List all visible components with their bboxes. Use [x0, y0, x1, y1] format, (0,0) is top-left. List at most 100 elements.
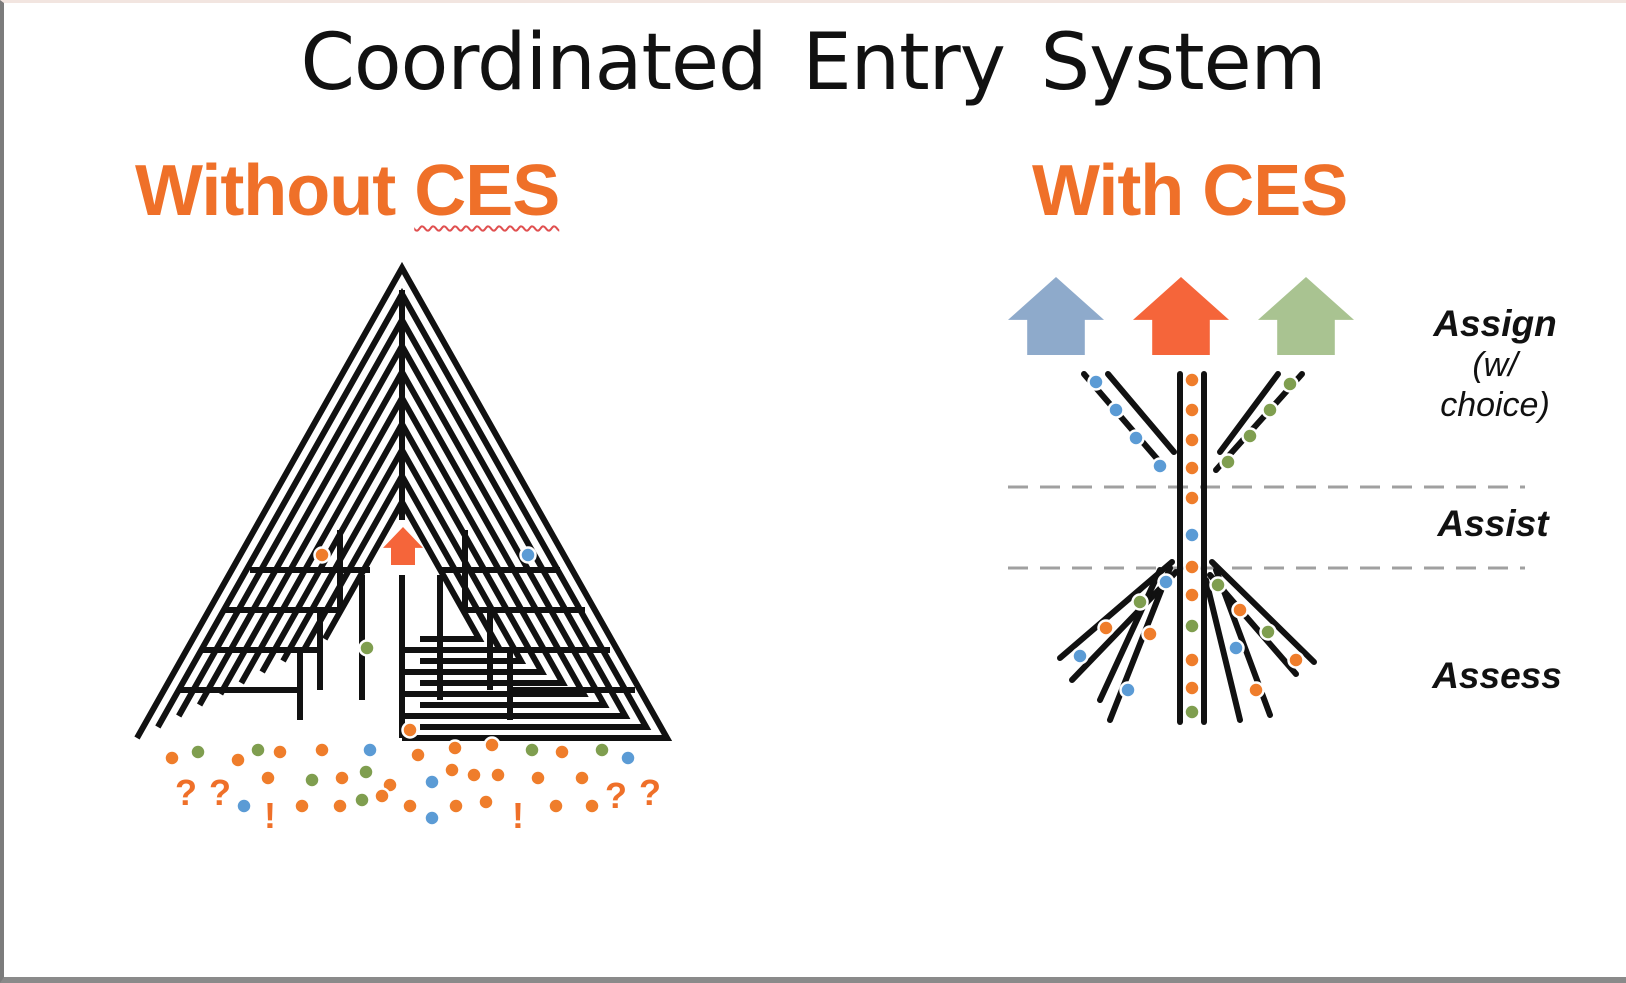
heading-without-ces: Without CES — [135, 150, 560, 232]
dot-icon — [313, 741, 331, 759]
dot-icon — [593, 741, 611, 759]
dot-icon — [1097, 619, 1115, 637]
dot-icon — [619, 749, 637, 767]
dot-icon — [423, 809, 441, 827]
dot-icon — [1209, 576, 1227, 594]
house-icon — [1133, 277, 1229, 355]
question-marks: ??!!?? — [175, 772, 661, 836]
dot-icon — [303, 771, 321, 789]
dot-icon — [229, 751, 247, 769]
maze-ring — [134, 261, 673, 741]
dot-icon — [1131, 593, 1149, 611]
dot-icon — [1247, 681, 1265, 699]
dot-icon — [1241, 427, 1259, 445]
dot-icon — [1151, 457, 1169, 475]
dot-icon — [477, 793, 495, 811]
dot-icon — [1219, 453, 1237, 471]
dot-icon — [523, 741, 541, 759]
dot-icon — [1259, 623, 1277, 641]
dot-icon — [189, 743, 207, 761]
stage-assign-note-1: (w/ — [1472, 346, 1518, 384]
maze-ring — [155, 287, 652, 730]
stage-assess: Assess — [1432, 655, 1562, 696]
funnel-dots — [1071, 371, 1305, 721]
dot-icon — [547, 797, 565, 815]
maze-ring — [217, 365, 589, 697]
house-icon — [383, 527, 423, 565]
dot-icon — [1227, 639, 1245, 657]
heading-with-ces: With CES — [1032, 151, 1348, 231]
dot-icon — [409, 746, 427, 764]
maze-ring — [259, 417, 547, 675]
crowd-dots — [163, 546, 637, 827]
funnel-line — [1107, 565, 1173, 723]
dot-icon — [249, 741, 267, 759]
dot-icon — [519, 546, 537, 564]
dot-icon — [443, 761, 461, 779]
dot-icon — [1183, 401, 1201, 419]
stage-assign-note-2: choice) — [1440, 386, 1550, 424]
funnel-line — [1097, 567, 1163, 703]
dot-icon — [1183, 431, 1201, 449]
house-icon — [383, 527, 423, 565]
dot-icon — [1183, 558, 1201, 576]
mark-symbol: ? — [605, 775, 627, 816]
dot-icon — [358, 639, 376, 657]
dot-icon — [465, 766, 483, 784]
dot-icon — [1141, 625, 1159, 643]
heading-without-prefix: Without — [135, 151, 415, 231]
dot-icon — [446, 739, 464, 757]
dot-icon — [259, 769, 277, 787]
dot-icon — [373, 787, 391, 805]
dot-icon — [361, 741, 379, 759]
dot-icon — [483, 736, 501, 754]
dot-icon — [333, 769, 351, 787]
funnel-line — [1203, 577, 1243, 723]
dot-icon — [1119, 681, 1137, 699]
dot-icon — [353, 791, 371, 809]
slide-title: Coordinated Entry System — [300, 18, 1326, 108]
dot-icon — [1183, 371, 1201, 389]
dot-icon — [1183, 617, 1201, 635]
dot-icon — [573, 769, 591, 787]
dot-icon — [293, 797, 311, 815]
dot-icon — [1127, 429, 1145, 447]
dot-icon — [1287, 651, 1305, 669]
maze-ring — [176, 313, 631, 719]
funnel-icon — [1057, 371, 1317, 725]
mark-symbol: ! — [264, 795, 276, 836]
dot-icon — [163, 749, 181, 767]
mark-symbol: ? — [209, 772, 231, 813]
dot-icon — [1183, 459, 1201, 477]
dot-icon — [553, 743, 571, 761]
dot-icon — [313, 546, 331, 564]
mark-symbol: ! — [512, 795, 524, 836]
dot-icon — [1087, 373, 1105, 391]
dot-icon — [1157, 573, 1175, 591]
maze-ring — [301, 469, 506, 653]
heading-ces-abbr: CES — [414, 151, 560, 231]
funnel-line — [1209, 559, 1317, 665]
dot-icon — [1107, 401, 1125, 419]
dot-icon — [401, 797, 419, 815]
house-icon — [1258, 277, 1354, 355]
stage-assign-label: Assign — [1433, 303, 1557, 344]
dot-icon — [1231, 601, 1249, 619]
dot-icon — [401, 721, 419, 739]
dot-icon — [1183, 703, 1201, 721]
dot-icon — [331, 797, 349, 815]
dot-icon — [529, 769, 547, 787]
dot-icon — [1183, 586, 1201, 604]
dot-icon — [447, 797, 465, 815]
house-icon — [1008, 277, 1104, 355]
dot-icon — [1071, 647, 1089, 665]
maze-icon — [134, 261, 673, 741]
mark-symbol: ? — [639, 772, 661, 813]
mark-symbol: ? — [175, 772, 197, 813]
dot-icon — [489, 766, 507, 784]
dot-icon — [1281, 375, 1299, 393]
dot-icon — [1183, 526, 1201, 544]
funnel-line — [1217, 371, 1281, 455]
